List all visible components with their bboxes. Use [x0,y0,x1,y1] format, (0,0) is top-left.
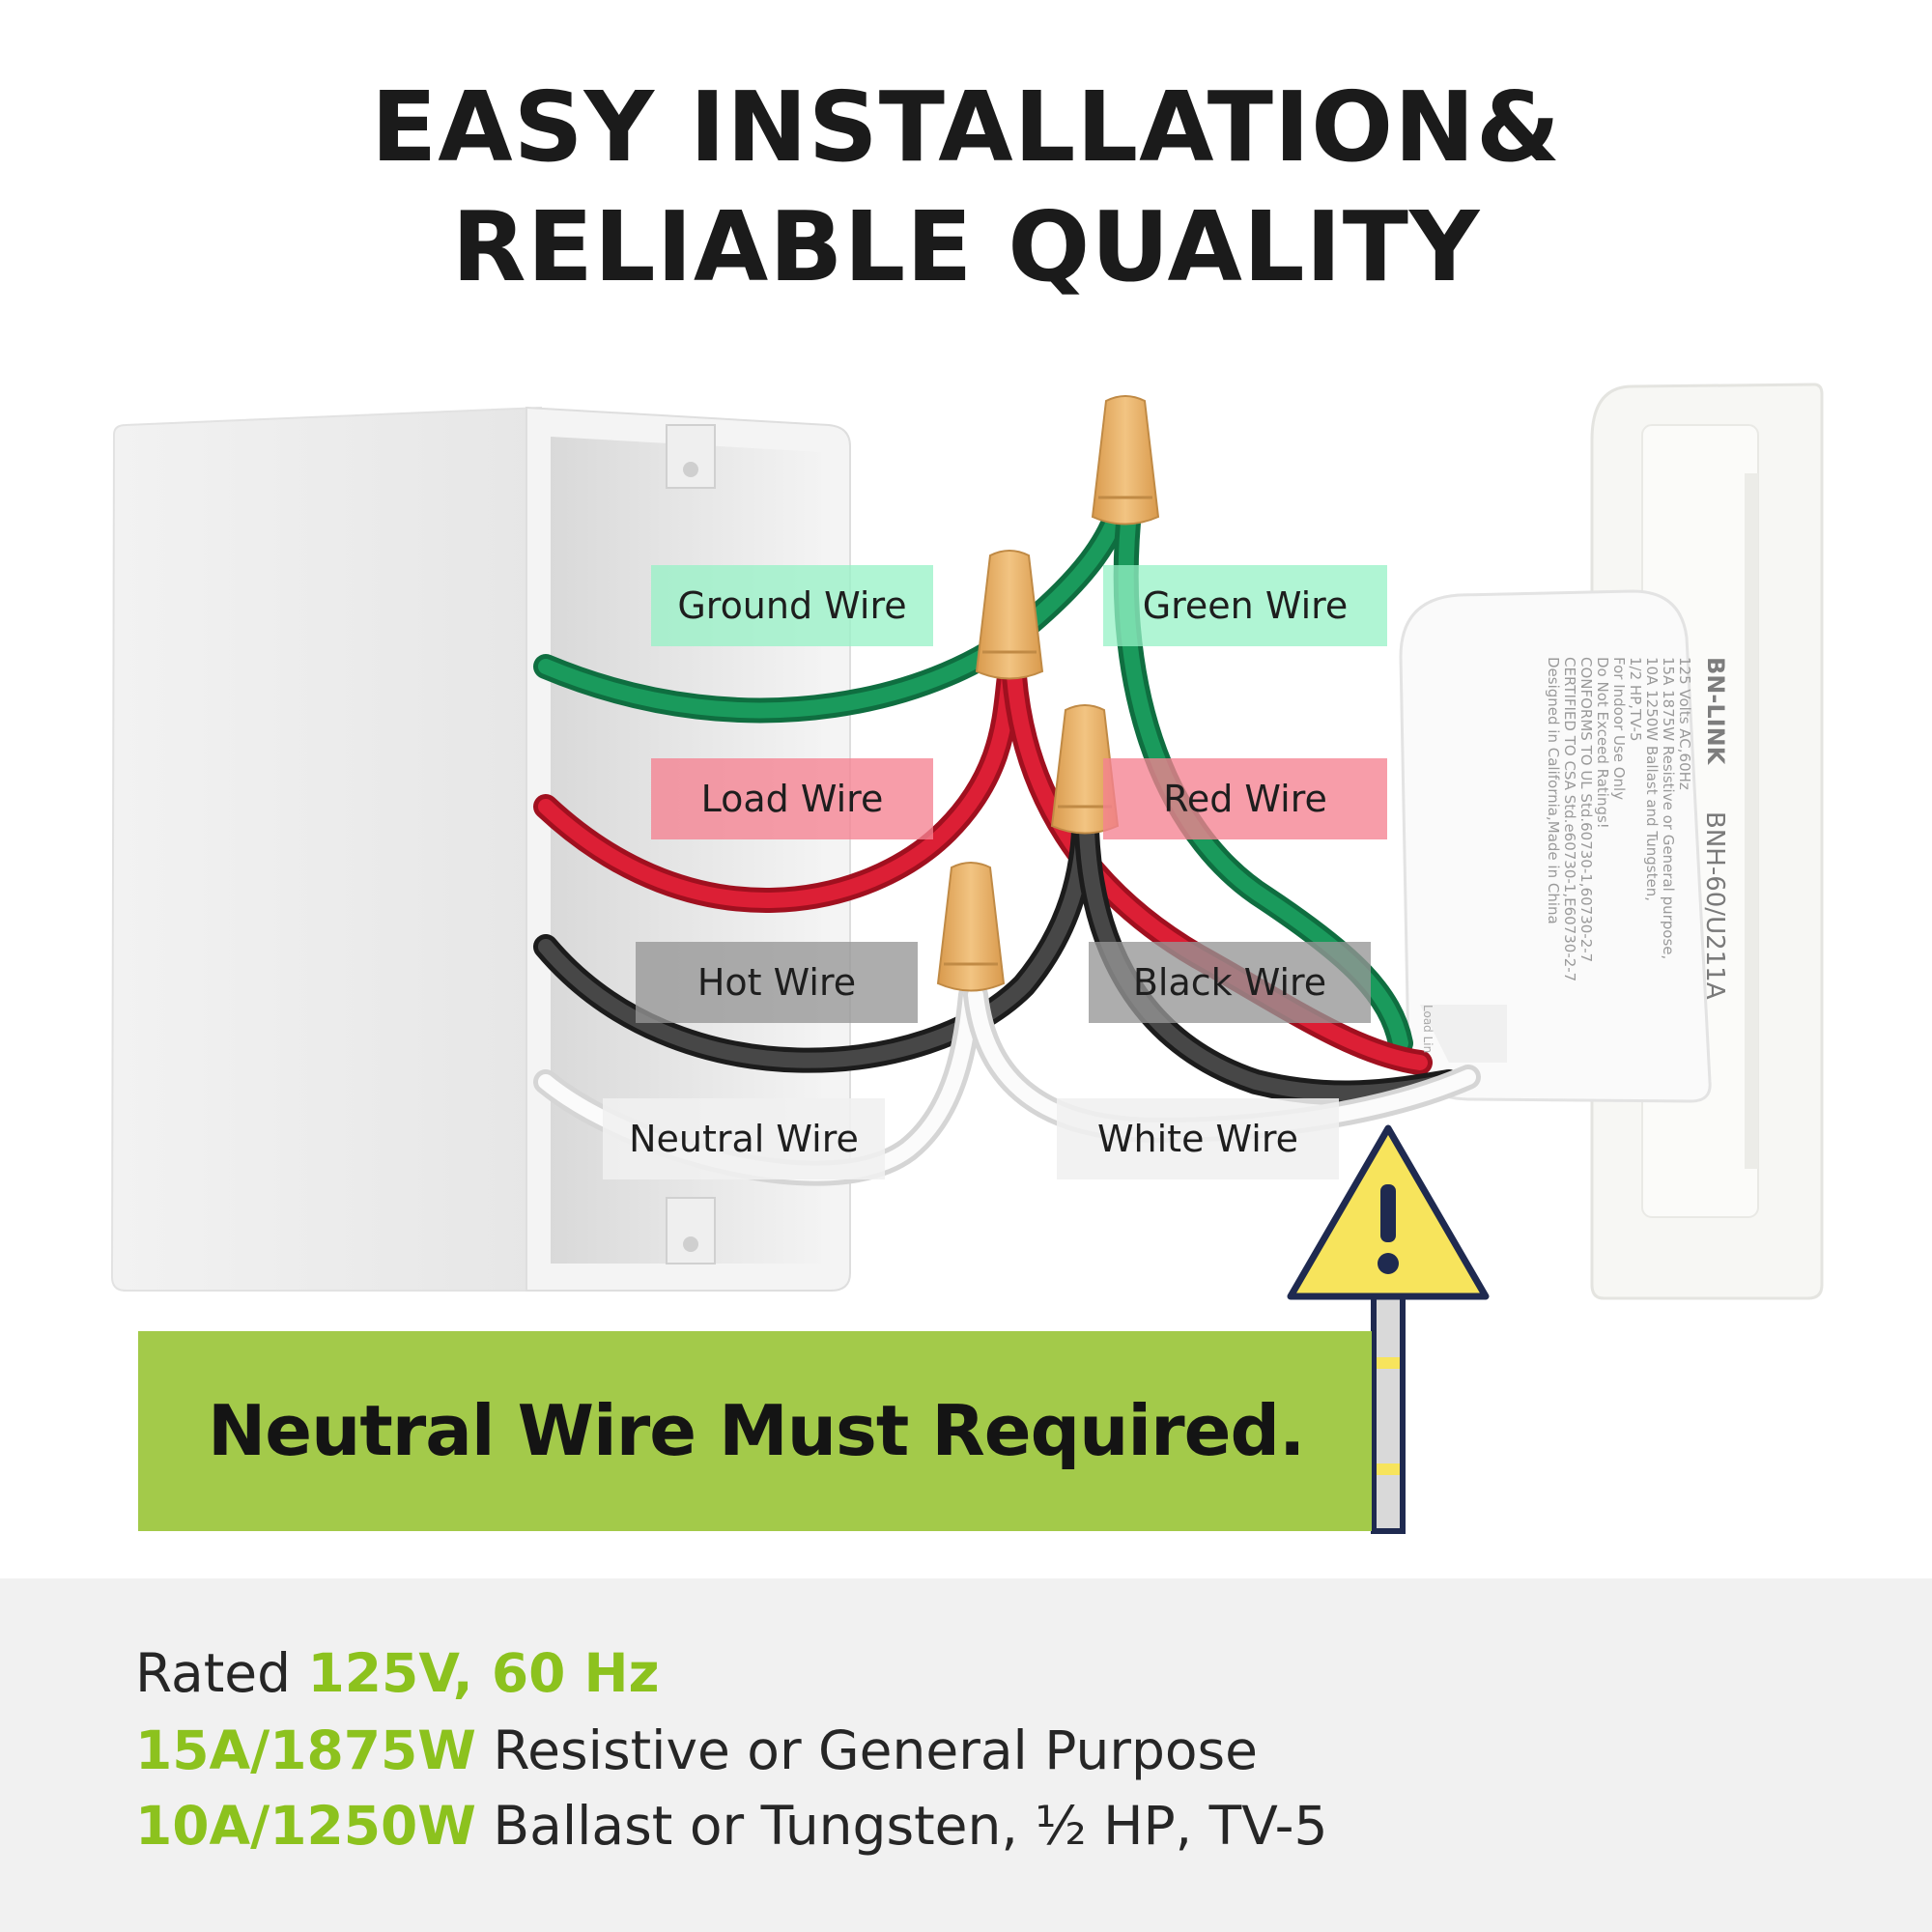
switch-body [1399,589,1712,1103]
spec-rated: Rated 125V, 60 Hz [135,1642,660,1704]
spec-ballast: 10A/1250W Ballast or Tungsten, ½ HP, TV-… [135,1795,1328,1857]
device-spec-line: 1/2 HP,TV-5 [1627,657,1644,742]
wire-nut-ground [1091,395,1160,526]
specs-panel [0,1578,1932,1932]
device-spec-line: Do Not Exceed Ratings! [1594,657,1611,829]
label-white-wire: White Wire [1057,1098,1339,1179]
device-brand: BN-LINK [1702,657,1729,765]
title-line-2: RELIABLE QUALITY [451,190,1481,303]
label-hot-wire: Hot Wire [636,942,918,1023]
spec-ballast-value: 10A/1250W [135,1795,476,1857]
label-load-wire: Load Wire [651,758,933,839]
page-title: EASY INSTALLATION& RELIABLE QUALITY [0,68,1932,307]
wire-nut-load [975,550,1044,680]
label-neutral-wire: Neutral Wire [603,1098,885,1179]
neutral-wire-banner: Neutral Wire Must Required. [138,1331,1372,1531]
device-spec-line: CONFORMS TO UL Std.60730-1,60730-2-7 [1577,657,1595,963]
device-spec-line: 10A 1250W Ballast and Tungsten, [1643,657,1661,901]
installation-illustration [110,383,1824,1534]
banner-text: Neutral Wire Must Required. [208,1390,1305,1471]
label-green-wire: Green Wire [1103,565,1387,646]
spec-resistive-value: 15A/1875W [135,1719,476,1781]
warning-triangle-icon [1287,1124,1490,1534]
device-spec-line: For Indoor Use Only [1610,657,1628,801]
device-spec-line: Designed in California,Made in China [1545,657,1562,924]
device-spec-line: 15A 1875W Resistive or General purpose, [1660,657,1677,960]
spec-rated-value: 125V, 60 Hz [307,1642,660,1704]
device-spec-line: CERTIFIED TO CSA Std.e60730-1,E60730-2-7 [1561,657,1578,982]
label-red-wire: Red Wire [1103,758,1387,839]
device-spec-line: 125 Volts AC,60Hz [1676,657,1693,790]
wire-nut-neutral [936,862,1006,992]
label-black-wire: Black Wire [1089,942,1371,1023]
label-ground-wire: Ground Wire [651,565,933,646]
spec-resistive: 15A/1875W Resistive or General Purpose [135,1719,1259,1781]
title-line-1: EASY INSTALLATION& [370,71,1562,184]
